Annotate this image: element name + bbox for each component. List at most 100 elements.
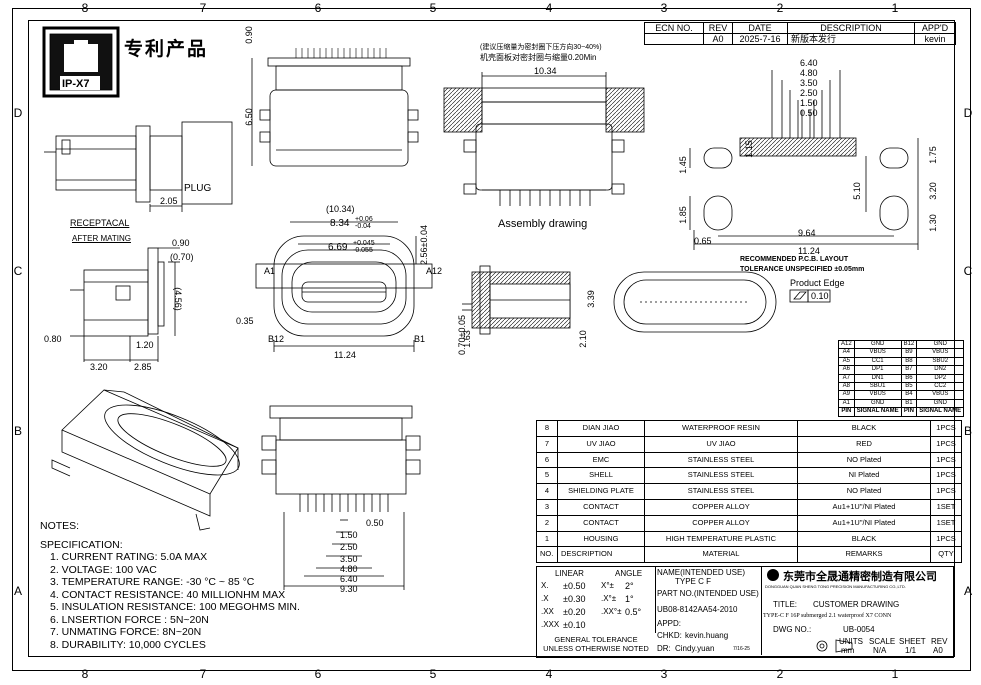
drawing-outer-frame: [12, 8, 971, 671]
zone-column-3: 3: [660, 667, 668, 681]
dim-1-63: 1.63: [461, 330, 472, 348]
dim-6-50: 6.50: [243, 108, 254, 126]
dwg-label: DWG NO.:: [773, 625, 812, 634]
general-tolerance: GENERAL TOLERANCE UNLESS OTHERWISE NOTED: [543, 635, 649, 653]
dim-pcb-11-24: 11.24: [798, 246, 820, 256]
dim-pcb-9-64: 9.64: [798, 228, 816, 238]
dim-r-0-80: 0.80: [44, 334, 62, 344]
pin-cell: SBU2: [916, 356, 965, 367]
assembly-note-2: 机壳面板对密封圈与缩量0.20Min: [480, 53, 597, 62]
dim-b-0-50: 0.50: [366, 518, 384, 528]
dim-pcb-1-45: 1.45: [677, 156, 688, 174]
pin-cell: B6: [900, 373, 918, 384]
pin-cell: CC1: [853, 356, 902, 367]
tolerance-cell: ±0.50: [563, 581, 586, 591]
zone-row-A: A: [963, 584, 972, 598]
tolerance-cell: 0.5°: [625, 607, 642, 617]
revision-cell: 新版本发行: [787, 33, 915, 45]
dim-pcb-3-20: 3.20: [927, 182, 938, 200]
revision-header-cell: REV: [703, 22, 733, 34]
zone-column-7: 7: [199, 667, 207, 681]
dim-6-69-tol: +0.045 -0.055: [353, 240, 375, 254]
plug-label: PLUG: [184, 183, 212, 194]
company-name-cn: 东莞市全晟通精密制造有限公司: [783, 570, 937, 583]
bom-cell: EMC: [557, 451, 645, 469]
title-value: CUSTOMER DRAWING: [813, 600, 900, 609]
zone-row-A: A: [13, 584, 22, 598]
ip-badge: IP-X7: [62, 78, 90, 90]
zone-row-D: D: [963, 106, 973, 120]
bom-cell: 1SET: [930, 514, 962, 532]
pin-cell: VBUS: [853, 348, 902, 358]
bom-cell: MATERIAL: [644, 546, 798, 564]
pin-cell: SIGNAL NAME: [916, 407, 965, 417]
bom-cell: SHELL: [557, 467, 645, 485]
revision-cell: 2025-7-16: [732, 33, 788, 45]
rev-value: A0: [933, 646, 943, 655]
bom-cell: 1PCS: [930, 420, 962, 437]
dim-b-6-40: 6.40: [340, 574, 358, 584]
zone-row-B: B: [963, 424, 972, 438]
company-logo-icon: [767, 569, 779, 581]
dim-pcb-0-50: 0.50: [800, 108, 818, 118]
zone-column-2: 2: [776, 667, 784, 681]
dim-10-34-ref: (10.34): [326, 204, 355, 214]
pin-cell: VBUS: [916, 348, 965, 358]
tolerance-cell: 1°: [625, 594, 634, 604]
pin-cell: SIGNAL NAME: [853, 407, 902, 417]
spec-item: 7. UNMATING FORCE: 8N~20N: [50, 626, 202, 638]
zone-column-8: 8: [81, 667, 89, 681]
bom-cell: RED: [797, 435, 931, 453]
dim-6-69: 6.69: [328, 242, 348, 253]
bom-cell: 3: [536, 498, 558, 516]
dwg-value: UB-0054: [843, 625, 875, 634]
notes-block: NOTES: SPECIFICATION: 1. CURRENT RATING:…: [40, 520, 300, 651]
pin-cell: B4: [900, 390, 918, 400]
zone-column-3: 3: [660, 1, 668, 15]
spec-item: 4. CONTACT RESISTANCE: 40 MILLIONHM MAX: [50, 588, 286, 601]
front-view-connector: [255, 221, 433, 352]
tolerance-cell: .XX°±: [601, 607, 622, 616]
dim-assembly-10-34: 10.34: [534, 66, 557, 76]
zone-row-C: C: [963, 264, 973, 278]
dim-2-05: 2.05: [160, 196, 178, 206]
name-label: NAME(INTENDED USE): [657, 568, 746, 577]
rev-label: REV: [931, 637, 948, 646]
tolerance-cell: .XX: [541, 607, 554, 616]
dim-pcb-1-30: 1.30: [927, 214, 938, 232]
revision-header-cell: APP'D: [914, 22, 956, 34]
notes-title: NOTES:: [40, 520, 80, 532]
sheet-label: SHEET: [899, 637, 926, 646]
label-b1: B1: [414, 334, 426, 344]
bom-cell: 1PCS: [930, 435, 962, 453]
bom-cell: STAINLESS STEEL: [644, 467, 798, 485]
scale-value: N/A: [873, 646, 887, 655]
revision-header-cell: DESCRIPTION: [787, 22, 915, 34]
pin-cell: B12: [900, 339, 918, 350]
dim-r-0-90: 0.90: [172, 238, 190, 248]
bom-cell: COPPER ALLOY: [644, 514, 798, 532]
title-subtitle: TYPE-C F 16P submerged 2.1 waterproof X7…: [763, 613, 892, 619]
dim-pcb-1-85: 1.85: [677, 206, 688, 224]
dr-date: 7/16-25: [733, 646, 750, 652]
pin-cell: A9: [838, 390, 855, 400]
pin-cell: GND: [916, 398, 965, 409]
receptacal-label: RECEPTACAL: [70, 218, 130, 228]
bom-cell: STAINLESS STEEL: [644, 451, 798, 469]
bom-cell: 2: [536, 514, 558, 532]
pin-cell: B9: [900, 348, 918, 358]
dr-label: DR:: [657, 644, 671, 653]
revision-header-cell: ECN NO.: [644, 22, 704, 34]
zone-column-1: 1: [891, 1, 899, 15]
pin-cell: SBU1: [853, 382, 902, 392]
zone-column-6: 6: [314, 1, 322, 15]
dim-8-34: 8.34: [330, 218, 350, 229]
tolerance-cell: .X°±: [601, 594, 617, 603]
isometric-view: [51, 389, 240, 531]
